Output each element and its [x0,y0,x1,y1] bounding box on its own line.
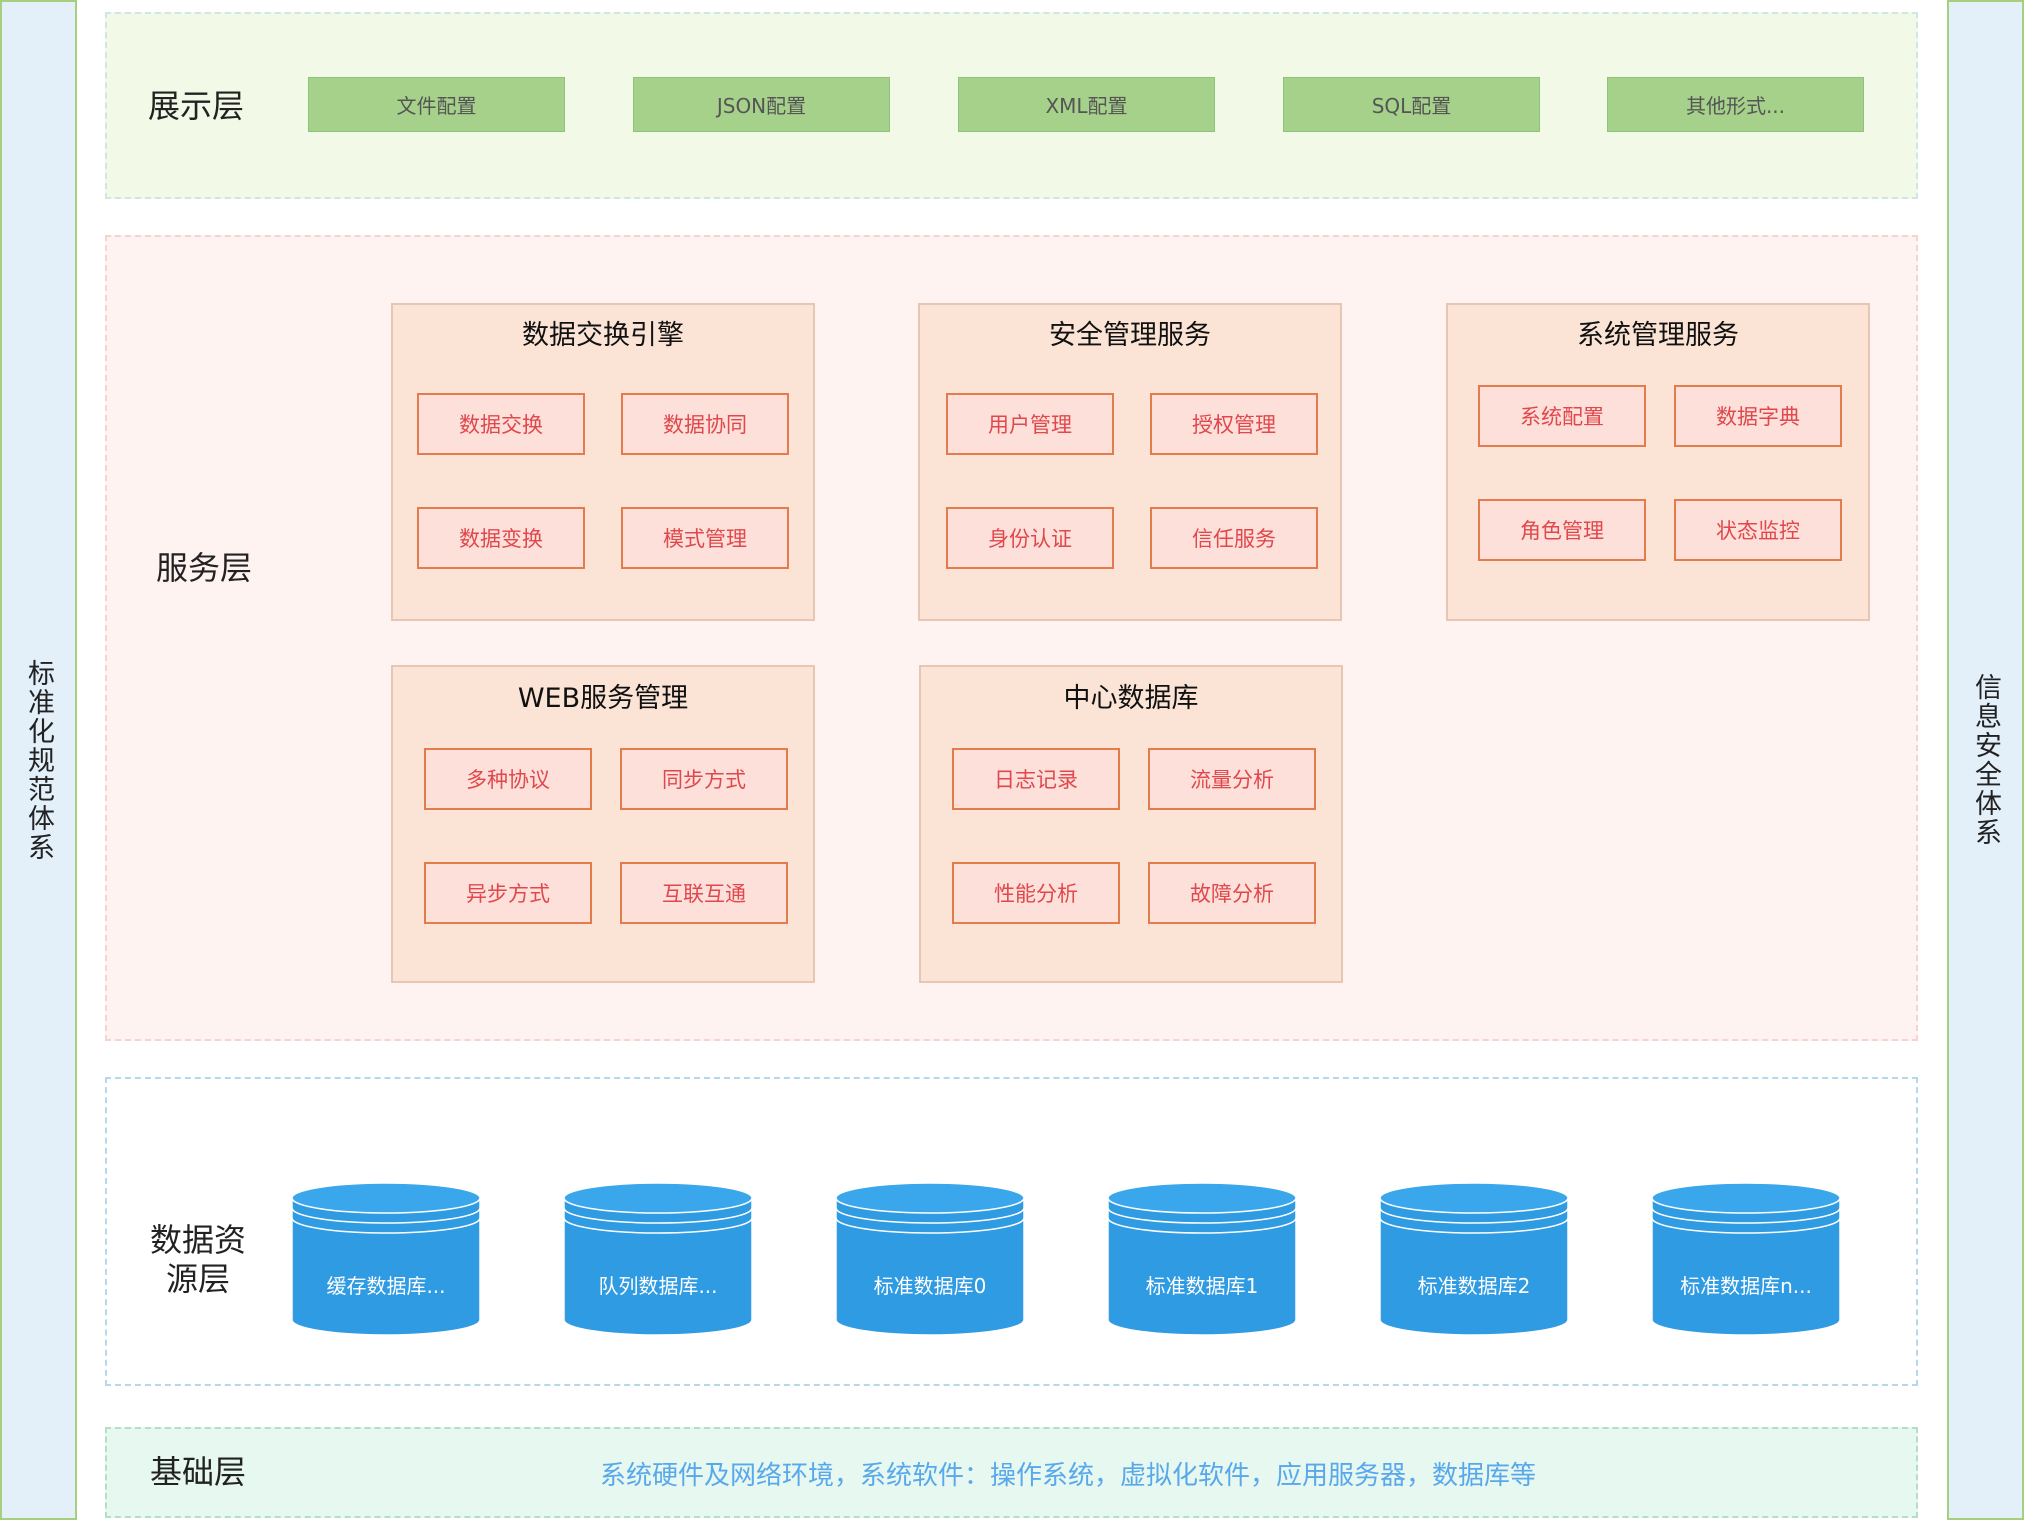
service-item: 异步方式 [424,862,592,924]
cylinder-ring [563,1207,753,1224]
cylinder-top [563,1182,753,1214]
service-item: 用户管理 [946,393,1114,455]
database-label: 标准数据库1 [1146,1274,1259,1298]
service-item: 故障分析 [1148,862,1316,924]
service-layer-label: 服务层 [156,549,253,587]
standardization-system-label: 标准化规范体系 [23,658,54,862]
database-cylinder: 标准数据库1 [1107,1182,1297,1336]
group-title: 安全管理服务 [1049,320,1211,351]
group-title: 系统管理服务 [1577,320,1739,351]
info-security-system-bar: 信息安全体系 [1947,0,2024,1520]
standardization-system-bar: 标准化规范体系 [0,0,77,1520]
service-item: 互联互通 [620,862,788,924]
service-group-central-database [919,665,1343,983]
presentation-item: JSON配置 [633,77,890,132]
info-security-system-label: 信息安全体系 [1970,673,2001,847]
presentation-layer-label: 展示层 [148,87,245,125]
cylinder-ring [1107,1217,1297,1234]
service-item: 信任服务 [1150,507,1318,569]
cylinder-ring [1379,1217,1569,1234]
cylinder-ring [1379,1207,1569,1224]
cylinder-ring [563,1217,753,1234]
service-group-web-service-management [391,665,815,983]
cylinder-top [1107,1182,1297,1214]
database-label: 标准数据库2 [1418,1274,1531,1298]
cylinder-top [835,1182,1025,1214]
presentation-item: 文件配置 [308,77,565,132]
service-item: 授权管理 [1150,393,1318,455]
cylinder-body [291,1197,481,1336]
group-title: 中心数据库 [1063,683,1199,714]
database-cylinder: 标准数据库0 [835,1182,1025,1336]
foundation-layer-label: 基础层 [150,1453,247,1491]
data-resource-layer-label-line2: 源层 [166,1260,231,1298]
database-label: 缓存数据库... [326,1274,445,1298]
presentation-item: XML配置 [958,77,1215,132]
service-item: 数据字典 [1674,385,1842,447]
service-item: 数据协同 [621,393,789,455]
service-item: 同步方式 [620,748,788,810]
cylinder-body [1379,1197,1569,1336]
database-label: 队列数据库... [598,1274,717,1298]
database-label: 标准数据库0 [874,1274,987,1298]
cylinder-body [1107,1197,1297,1336]
service-item: 数据交换 [417,393,585,455]
cylinder-ring [291,1217,481,1234]
database-label: 标准数据库n... [1680,1274,1812,1298]
service-item: 模式管理 [621,507,789,569]
presentation-item: 其他形式... [1607,77,1864,132]
group-title: WEB服务管理 [517,683,689,714]
database-cylinder: 标准数据库n... [1651,1182,1841,1336]
cylinder-ring [1107,1207,1297,1224]
service-item: 数据变换 [417,507,585,569]
group-title: 数据交换引擎 [522,320,684,351]
foundation-description: 系统硬件及网络环境，系统软件：操作系统，虚拟化软件，应用服务器，数据库等 [600,1461,1537,1491]
service-item: 多种协议 [424,748,592,810]
service-item: 身份认证 [946,507,1114,569]
service-item: 流量分析 [1148,748,1316,810]
data-resource-layer-label-line1: 数据资 [150,1221,247,1259]
presentation-item: SQL配置 [1283,77,1540,132]
cylinder-top [291,1182,481,1214]
service-item: 日志记录 [952,748,1120,810]
cylinder-ring [1651,1217,1841,1234]
cylinder-body [1651,1197,1841,1336]
cylinder-top [1651,1182,1841,1214]
service-item: 系统配置 [1478,385,1646,447]
cylinder-top [1379,1182,1569,1214]
database-cylinder: 队列数据库... [563,1182,753,1336]
cylinder-ring [1651,1207,1841,1224]
cylinder-body [563,1197,753,1336]
service-item: 状态监控 [1674,499,1842,561]
foundation-layer [105,1427,1918,1518]
cylinder-ring [835,1207,1025,1224]
service-item: 角色管理 [1478,499,1646,561]
database-cylinder: 标准数据库2 [1379,1182,1569,1336]
cylinder-ring [291,1207,481,1224]
service-item: 性能分析 [952,862,1120,924]
cylinder-ring [835,1217,1025,1234]
service-group-system-management [1446,303,1870,621]
database-cylinder: 缓存数据库... [291,1182,481,1336]
cylinder-body [835,1197,1025,1336]
